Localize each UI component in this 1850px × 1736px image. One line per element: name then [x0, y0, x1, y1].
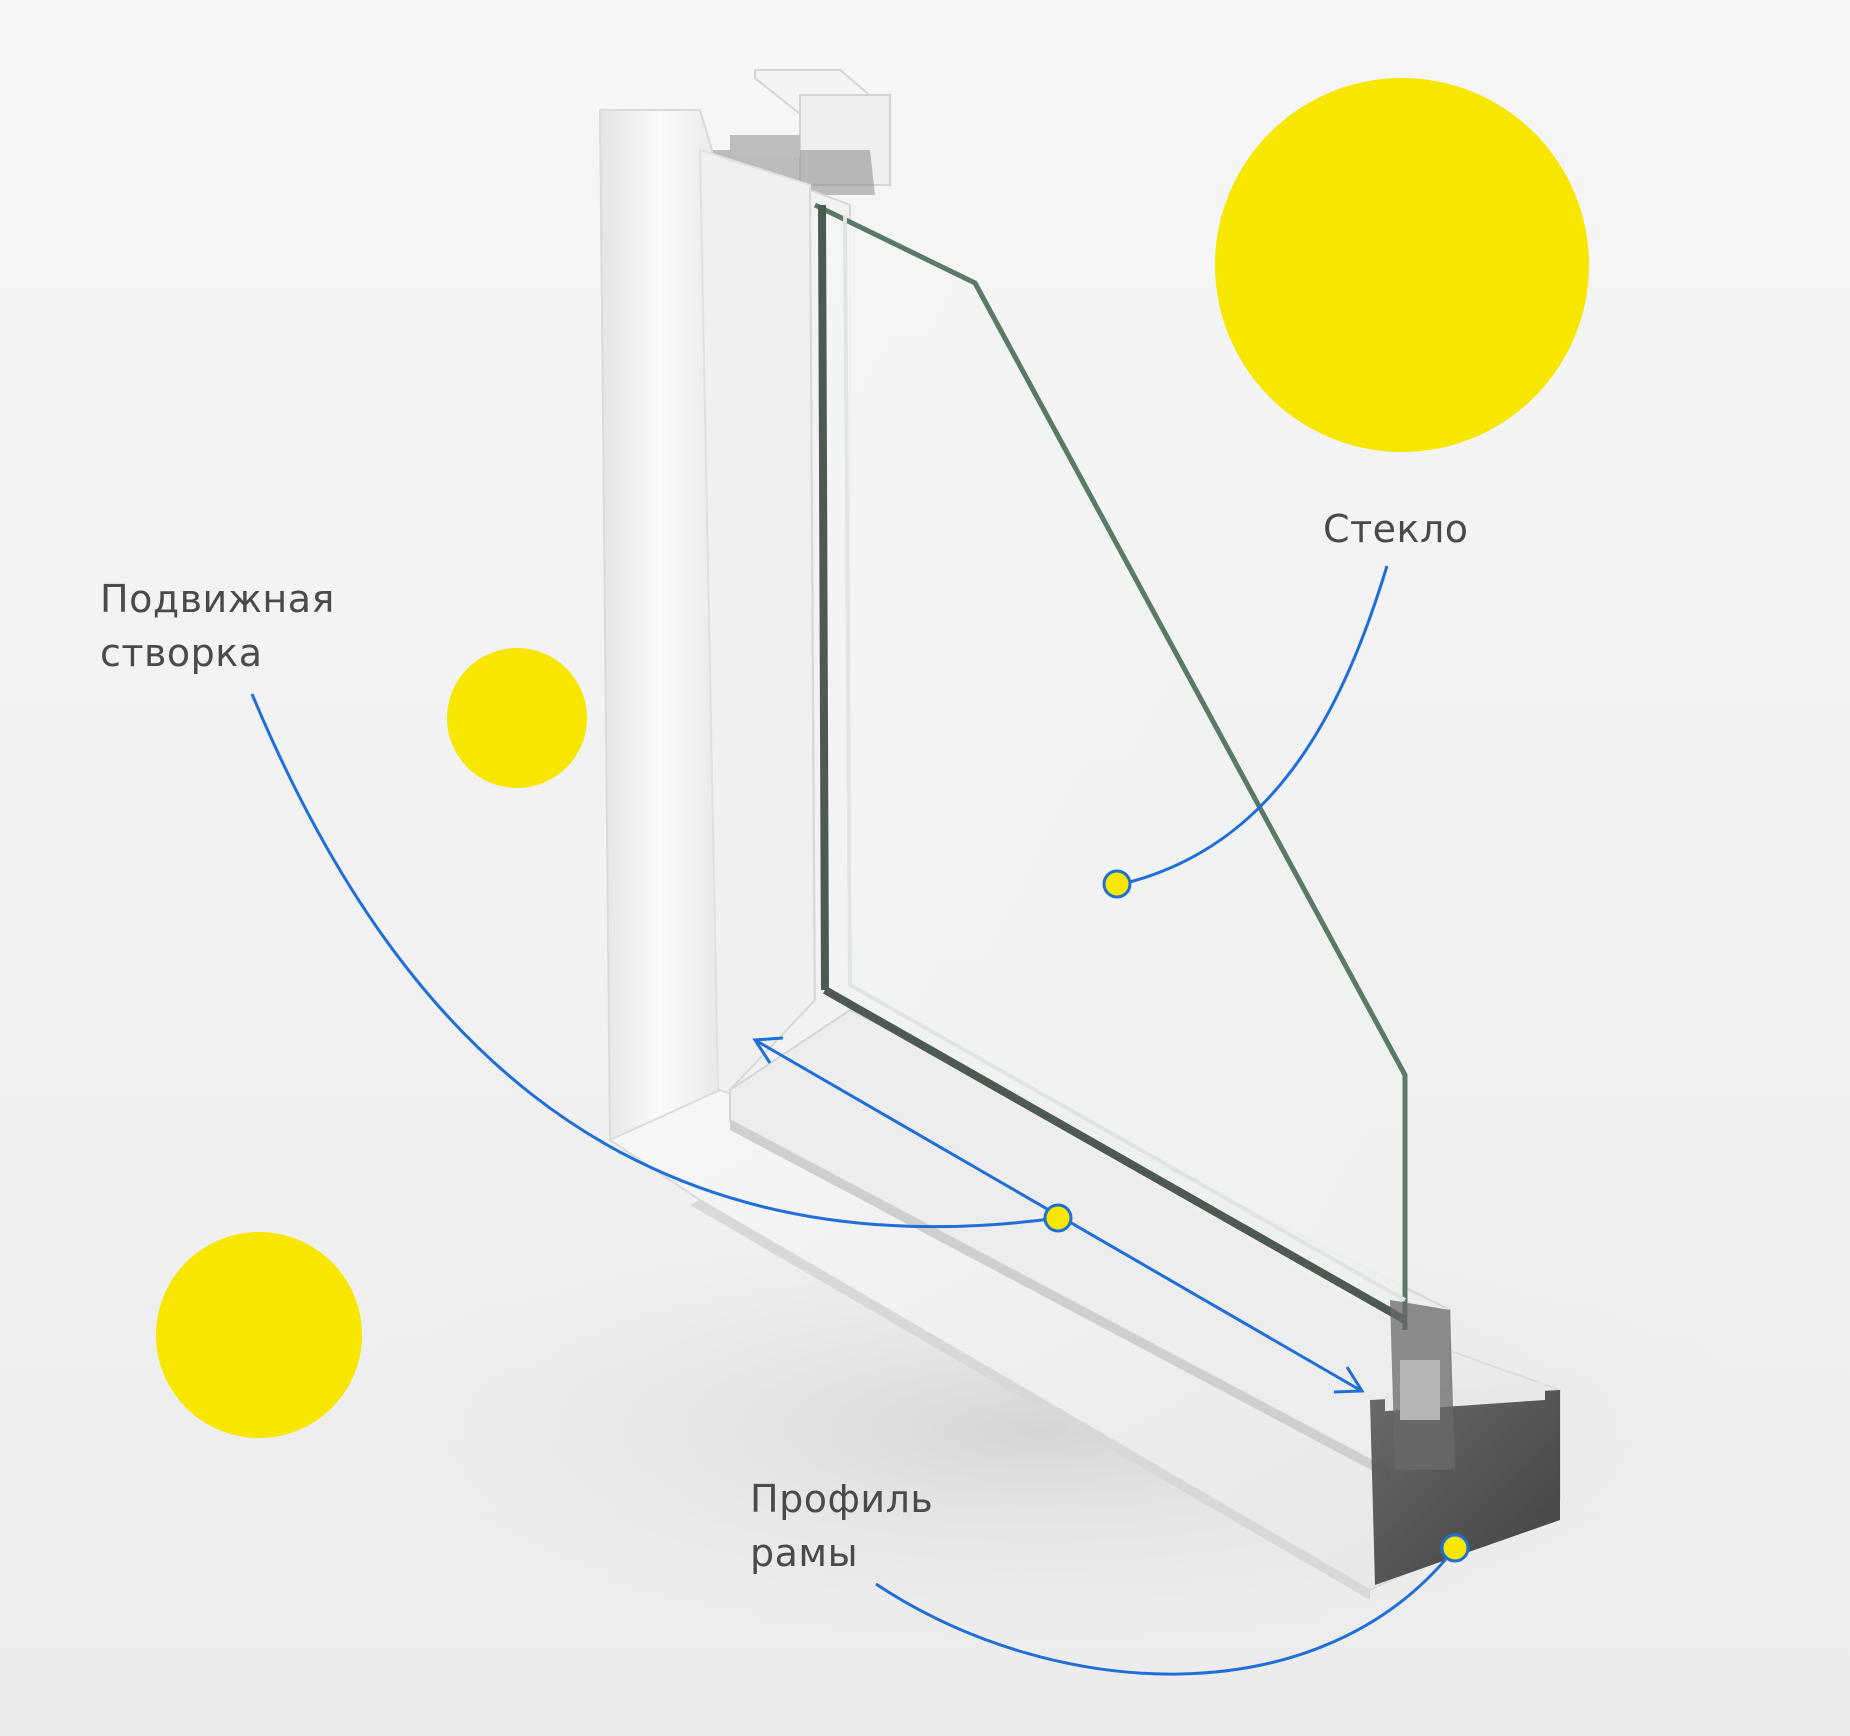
decor-circle-large: [1215, 78, 1589, 452]
label-frame-line2: рамы: [750, 1531, 858, 1575]
glass-bead-left: [843, 214, 852, 986]
frame-leader-line: [875, 1547, 1457, 1676]
callout-dot-icon: [1440, 1533, 1470, 1563]
glass-edge-left: [818, 204, 829, 991]
sash-bottom-face: [730, 1120, 1390, 1480]
decor-circle-medium: [447, 648, 587, 788]
glass-edge-bottom: [823, 986, 1407, 1324]
frame-top-insert: [730, 135, 800, 157]
sash-arrow-head-left: [752, 1036, 784, 1064]
glass-leader-line: [1117, 565, 1389, 887]
sash-cut-detail: [1400, 1360, 1440, 1420]
sash-arrow-head-right: [1333, 1366, 1365, 1394]
frame-bottom-floor: [690, 1200, 1370, 1600]
sash-leader-line: [250, 693, 1059, 1229]
decor-circle-small: [156, 1232, 362, 1438]
label-sash-line1: Подвижная: [100, 577, 335, 621]
callout-dot-icon: [1043, 1203, 1073, 1233]
label-frame-line1: Профиль: [750, 1477, 933, 1521]
label-glass: Стекло: [1323, 507, 1469, 551]
window-profile-illustration: [598, 69, 1561, 1600]
callout-dot-icon: [1102, 869, 1132, 899]
glass-bead-bottom: [849, 983, 1406, 1302]
glass-edge: [813, 202, 1408, 1330]
label-sash-line2: створка: [100, 631, 263, 675]
callouts: [250, 565, 1470, 1676]
